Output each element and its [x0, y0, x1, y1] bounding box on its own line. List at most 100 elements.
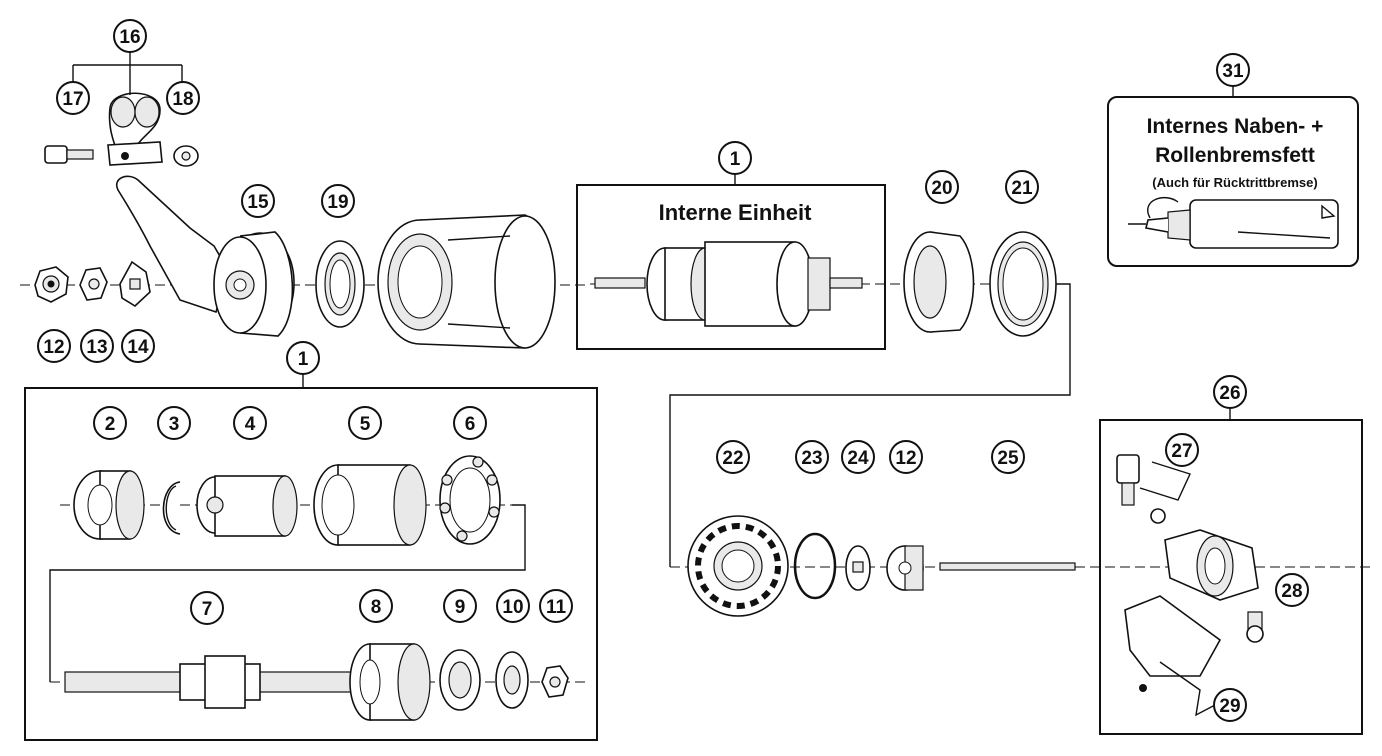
svg-text:1: 1 — [730, 149, 741, 170]
callout-22: 22 — [716, 440, 750, 474]
svg-text:2: 2 — [105, 414, 116, 435]
svg-text:13: 13 — [86, 337, 107, 358]
svg-text:20: 20 — [931, 178, 952, 199]
part-8-planet-cage — [349, 643, 431, 721]
callout-12-top: 12 — [37, 329, 71, 363]
callout-10: 10 — [496, 589, 530, 623]
callout-1-internal-unit: 1 — [718, 141, 752, 175]
svg-text:26: 26 — [1219, 383, 1240, 404]
svg-text:16: 16 — [119, 27, 140, 48]
svg-text:31: 31 — [1222, 61, 1244, 82]
part-16-clamp-band — [107, 92, 163, 166]
callout-21: 21 — [1005, 170, 1039, 204]
grease-box-title-line1: Internes Naben- + — [1147, 115, 1324, 138]
callout-16: 16 — [113, 19, 147, 53]
callout-20: 20 — [925, 170, 959, 204]
callout-26: 26 — [1213, 375, 1247, 409]
part-18-clamp-nut — [173, 145, 199, 167]
part-12b-lock-nut — [886, 545, 924, 591]
callout-15: 15 — [241, 184, 275, 218]
part-15-brake-arm — [115, 175, 295, 337]
part-26-brake-arm-assembly — [1164, 529, 1259, 601]
svg-text:17: 17 — [62, 89, 83, 110]
part-13-washer — [79, 267, 108, 301]
svg-text:21: 21 — [1011, 178, 1033, 199]
callout-2: 2 — [93, 406, 127, 440]
callout-13: 13 — [80, 329, 114, 363]
part-27-bolt — [1116, 454, 1166, 524]
part-3-snap-ring — [162, 481, 181, 535]
svg-text:24: 24 — [847, 448, 869, 469]
callout-12-bottom: 12 — [889, 440, 923, 474]
part-24-dust-cap — [845, 545, 871, 591]
svg-text:7: 7 — [202, 599, 213, 620]
svg-text:1: 1 — [298, 349, 309, 370]
callout-6: 6 — [453, 406, 487, 440]
part-10-cone — [495, 651, 529, 709]
callout-14: 14 — [121, 329, 155, 363]
svg-text:15: 15 — [247, 192, 269, 213]
part-21-dust-cap — [989, 231, 1057, 337]
svg-text:8: 8 — [371, 597, 382, 618]
svg-text:25: 25 — [997, 448, 1019, 469]
part-25-axle-rod — [939, 562, 1076, 571]
part-20-ball-cup — [903, 231, 975, 333]
svg-text:11: 11 — [546, 597, 567, 618]
svg-text:22: 22 — [722, 448, 743, 469]
callout-7: 7 — [190, 591, 224, 625]
callouts: 1 1 2 3 4 5 6 7 8 9 10 11 12 12 13 14 15… — [37, 19, 1309, 722]
callout-3: 3 — [157, 406, 191, 440]
callout-31: 31 — [1216, 53, 1250, 87]
callout-5: 5 — [348, 406, 382, 440]
part-6-ball-retainer — [439, 455, 501, 545]
callout-9: 9 — [443, 589, 477, 623]
callout-1-internal-parts: 1 — [286, 341, 320, 375]
internal-parts-box — [24, 387, 598, 741]
part-7-hub-axle — [64, 655, 356, 709]
connector-lines — [49, 283, 1071, 682]
svg-text:23: 23 — [801, 448, 822, 469]
part-5-hub-body — [313, 464, 427, 546]
internal-unit-box-title: Interne Einheit — [659, 200, 812, 225]
svg-text:9: 9 — [455, 597, 466, 618]
grease-box-title-line2: Rollenbremsfett — [1155, 144, 1315, 167]
svg-text:28: 28 — [1281, 581, 1302, 602]
callout-18: 18 — [166, 81, 200, 115]
callout-8: 8 — [359, 589, 393, 623]
callout-23: 23 — [795, 440, 829, 474]
svg-text:18: 18 — [172, 89, 193, 110]
part-28-screw — [1246, 611, 1264, 643]
callout-11: 11 — [539, 589, 573, 623]
callout-29: 29 — [1213, 688, 1247, 722]
callout-17: 17 — [56, 81, 90, 115]
callout-4: 4 — [233, 406, 267, 440]
svg-text:6: 6 — [465, 414, 476, 435]
callout-24: 24 — [841, 440, 875, 474]
internal-unit-box: Interne Einheit — [576, 184, 886, 350]
part-29-cover — [1124, 595, 1222, 692]
svg-text:29: 29 — [1219, 696, 1240, 717]
callout-27: 27 — [1165, 433, 1199, 467]
callout-25: 25 — [991, 440, 1025, 474]
part-17-clamp-bolt — [44, 145, 94, 164]
brake-arm-box — [1099, 419, 1363, 735]
svg-text:4: 4 — [245, 414, 256, 435]
part-9-bearing — [439, 649, 481, 711]
svg-text:10: 10 — [502, 597, 523, 618]
part-14-non-turn-washer — [119, 260, 151, 308]
part-4-driver — [196, 475, 298, 537]
part-2-clutch — [73, 470, 145, 540]
internal-unit-assembly — [594, 241, 863, 327]
part-23-snap-ring — [793, 532, 837, 600]
svg-text:3: 3 — [169, 414, 180, 435]
part-11-nut — [541, 665, 569, 698]
grease-box-subtitle: (Auch für Rücktrittbremse) — [1152, 175, 1317, 190]
grease-tube-icon — [1128, 197, 1339, 249]
leader-lines — [72, 52, 1234, 717]
grease-box: Internes Naben- + Rollenbremsfett (Auch … — [1107, 96, 1359, 267]
svg-text:12: 12 — [43, 337, 64, 358]
part-19-bearing-retainer — [315, 240, 365, 328]
svg-text:27: 27 — [1171, 441, 1192, 462]
svg-text:14: 14 — [127, 337, 149, 358]
